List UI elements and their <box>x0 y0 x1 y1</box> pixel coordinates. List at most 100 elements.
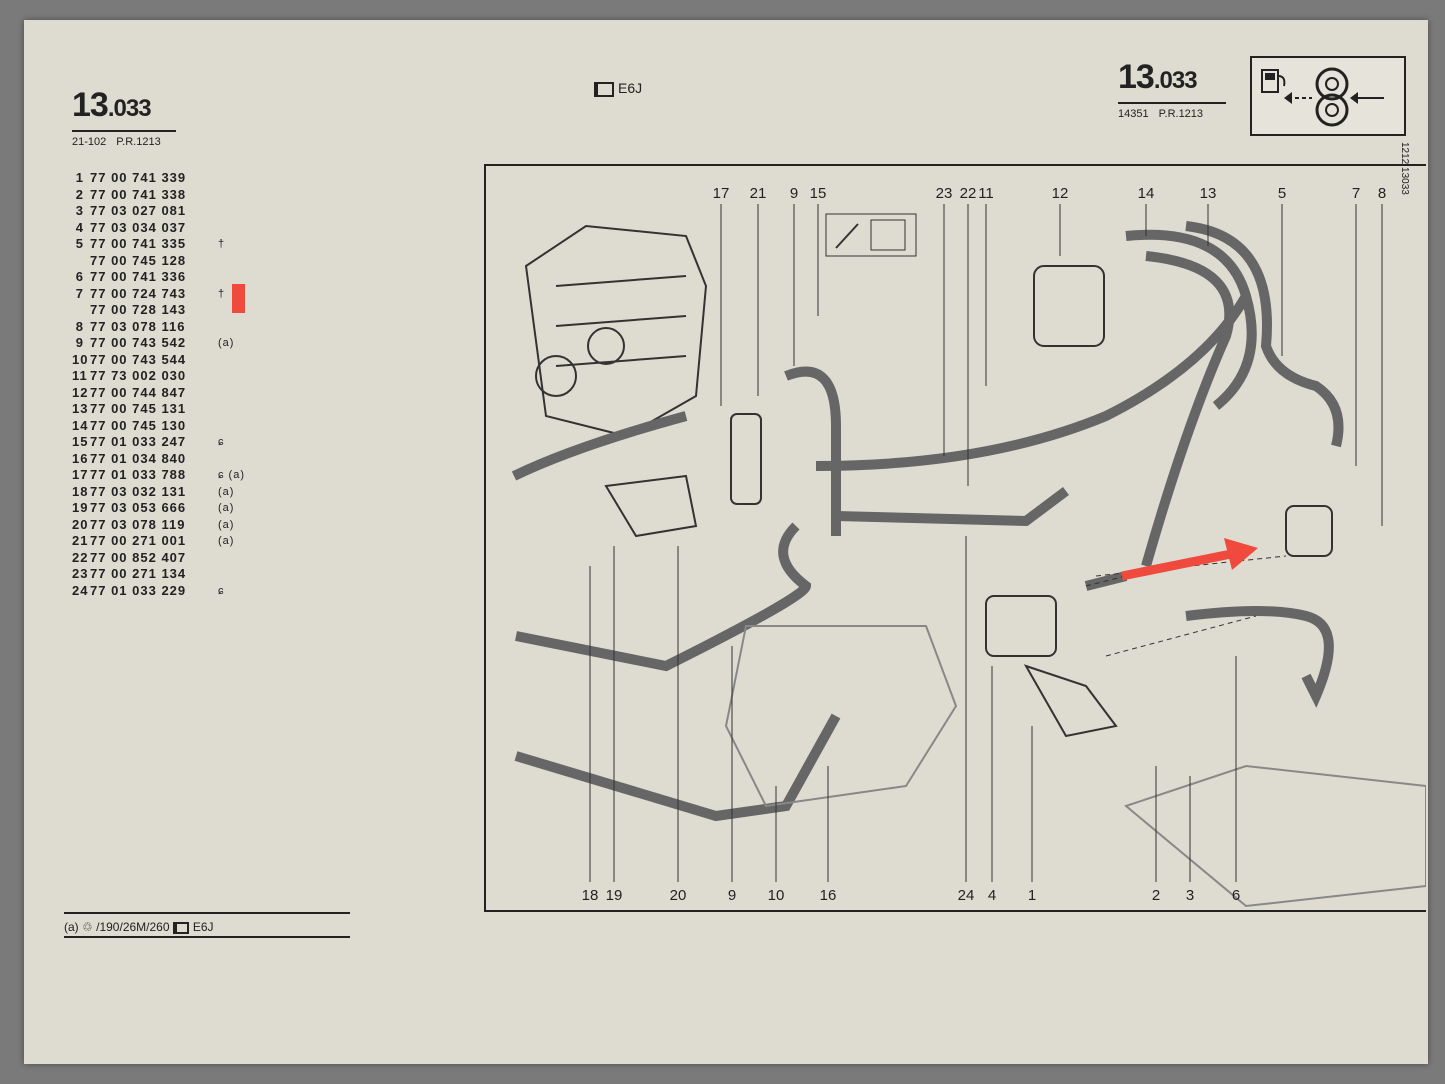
part-reference: 77 00 741 338 <box>90 186 187 202</box>
part-number: 5 <box>75 236 84 251</box>
part-number: 4 <box>75 219 84 235</box>
part-number: 15 <box>72 434 89 449</box>
callout-label: 23 <box>936 185 953 202</box>
part-reference: 77 73 002 030 <box>90 368 187 383</box>
part-reference: 77 00 745 130 <box>90 417 187 433</box>
callout-label: 1 <box>1028 887 1036 904</box>
part-reference: 77 00 743 544 <box>90 351 187 367</box>
part-number <box>72 253 84 270</box>
part-row: 5 77 00 741 335 † <box>72 236 245 253</box>
engine-icon <box>172 921 189 934</box>
part-number: 3 <box>75 203 84 218</box>
callout-label: 7 <box>1352 185 1360 202</box>
callout-label: 6 <box>1232 887 1240 904</box>
part-number: 24 <box>72 582 89 598</box>
footnote: (a) ♲ /190/26M/260 E6J <box>64 912 350 938</box>
engine-icon <box>594 81 614 97</box>
ref-code-left: 21-102 <box>72 136 107 148</box>
part-note: ɕ <box>218 584 225 597</box>
part-number: 18 <box>72 483 89 499</box>
part-reference: 77 01 034 840 <box>90 450 187 466</box>
part-reference: 77 00 745 131 <box>90 401 187 416</box>
part-row: 77 00 745 128 <box>72 253 245 270</box>
part-number: 17 <box>72 467 89 482</box>
callout-label: 10 <box>768 887 785 904</box>
callout-label: 18 <box>582 887 599 904</box>
part-reference: 77 00 271 134 <box>90 566 187 581</box>
part-number: 12 <box>72 384 89 400</box>
part-note: † <box>218 287 226 300</box>
callout-label: 2 <box>1152 887 1160 904</box>
view-icon <box>825 213 917 257</box>
part-reference: 77 00 743 542 <box>90 335 187 350</box>
part-reference: 77 03 032 131 <box>90 483 187 499</box>
part-reference: 77 00 852 407 <box>90 549 187 565</box>
callout-label: 3 <box>1186 887 1194 904</box>
part-number: 2 <box>75 186 84 202</box>
callout-label: 9 <box>728 887 736 904</box>
callout-label: 20 <box>670 887 687 904</box>
part-reference: 77 00 741 335 <box>90 236 187 251</box>
part-number: 10 <box>72 351 89 367</box>
part-reference: 77 00 728 143 <box>90 302 187 317</box>
part-number: 20 <box>72 516 89 532</box>
part-row: 4 77 03 034 037 <box>72 220 245 237</box>
part-reference: 77 00 745 128 <box>90 252 187 268</box>
part-number: 13 <box>72 401 89 416</box>
part-number <box>72 302 84 319</box>
part-number: 7 <box>75 285 84 301</box>
callout-label: 22 <box>960 185 977 202</box>
callout-label: 16 <box>820 887 837 904</box>
section-code-right: 13.033 <box>1118 58 1198 96</box>
part-note: (a) <box>218 535 235 547</box>
part-note: † <box>218 238 226 250</box>
callout-label: 11 <box>978 185 994 202</box>
callout-label: 4 <box>988 887 996 904</box>
part-reference: 77 00 741 339 <box>90 170 187 185</box>
part-note: (a) <box>218 485 235 498</box>
callout-label: 19 <box>606 887 623 904</box>
part-reference: 77 03 027 081 <box>90 203 187 218</box>
part-row: 3 77 03 027 081 <box>72 203 245 220</box>
fuel-pump-icon <box>1250 56 1406 136</box>
callout-label: 12 <box>1052 185 1069 202</box>
part-note: ɕ <box>218 436 225 448</box>
callout-label: 24 <box>958 887 975 904</box>
part-row: 2 77 00 741 338 <box>72 187 245 204</box>
part-reference: 77 03 034 037 <box>90 219 187 235</box>
part-reference: 77 01 033 788 <box>90 467 187 482</box>
part-reference: 77 03 053 666 <box>90 500 187 515</box>
pr-code-left: P.R.1213 <box>116 136 161 148</box>
part-row: 77 00 728 143 <box>72 302 245 319</box>
callout-label: 5 <box>1278 185 1286 202</box>
part-number: 14 <box>72 417 89 433</box>
callout-label: 15 <box>810 185 827 202</box>
part-number: 19 <box>72 500 89 515</box>
part-reference: 77 01 033 229 <box>90 582 187 598</box>
callout-label: 13 <box>1200 185 1217 202</box>
section-code-left: 13.033 <box>72 86 152 124</box>
part-number: 22 <box>72 549 89 565</box>
callout-label: 9 <box>790 185 798 202</box>
part-note: (a) <box>218 518 235 531</box>
part-number: 11 <box>72 368 88 383</box>
